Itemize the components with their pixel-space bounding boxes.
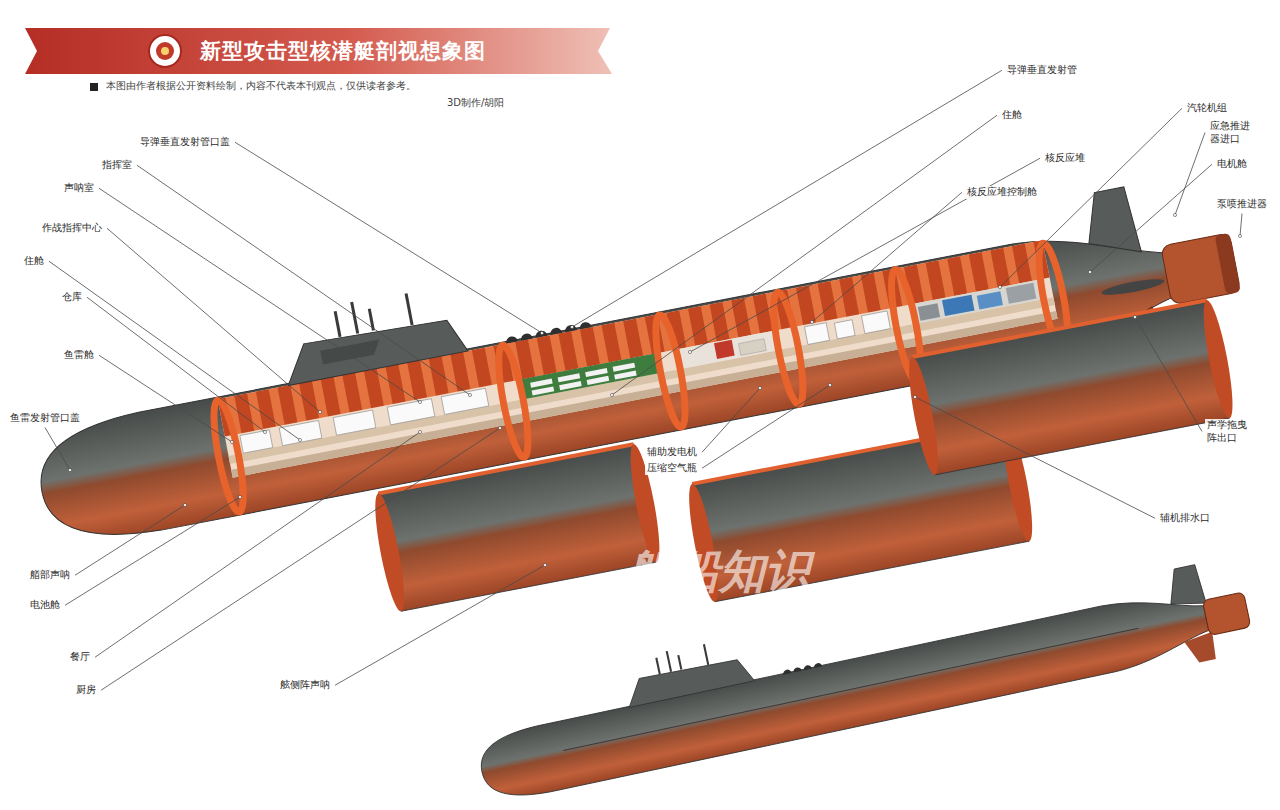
leader-dot [418, 400, 421, 403]
part-label: 核反应堆控制舱 [965, 186, 1039, 199]
part-label: 压缩空气瓶 [645, 462, 699, 475]
leader-line [812, 192, 962, 322]
leader-dot [418, 430, 421, 433]
part-label: 指挥室 [100, 159, 134, 172]
leader-line [101, 428, 500, 690]
part-label: 电池舱 [28, 599, 62, 612]
leader-dot [498, 426, 501, 429]
leader-dot [263, 430, 266, 433]
leader-line [49, 261, 300, 440]
leader-line [612, 115, 997, 395]
leader-dot [468, 393, 471, 396]
part-label: 餐厅 [68, 651, 92, 664]
leader-dot [183, 503, 186, 506]
leader-dot [998, 285, 1001, 288]
part-label: 厨房 [74, 684, 98, 697]
leader-line [235, 142, 542, 333]
leader-line [95, 432, 420, 657]
leader-line [99, 188, 420, 402]
leader-line [99, 355, 232, 442]
leader-line [1240, 214, 1242, 237]
part-label: 作战指挥中心 [40, 222, 104, 235]
part-label: 鱼雷舱 [62, 349, 96, 362]
leader-line [1090, 164, 1212, 272]
leader-dot [1088, 270, 1091, 273]
leader-dot [913, 395, 916, 398]
part-label: 仓库 [60, 291, 84, 304]
part-label: 住舱 [1000, 109, 1024, 122]
part-label: 辅助发电机 [645, 446, 699, 459]
leader-dot [1238, 234, 1241, 237]
leader-dot [540, 331, 543, 334]
note-text: 3D制作/胡阳 [445, 97, 506, 110]
leader-line [572, 70, 1002, 327]
leader-line [690, 158, 1040, 352]
part-label: 应急推进器进口 [1208, 120, 1256, 145]
leader-dot [570, 325, 573, 328]
leader-line [702, 388, 760, 452]
part-label: 导弹垂直发射管 [1005, 64, 1079, 77]
part-label: 导弹垂直发射管口盖 [138, 136, 232, 149]
leader-line [1175, 133, 1205, 216]
leader-dot [758, 386, 761, 389]
leader-dot [828, 383, 831, 386]
leader-dot [543, 563, 546, 566]
leader-line [1135, 317, 1202, 432]
part-label: 住舱 [22, 255, 46, 268]
leader-line [65, 497, 240, 605]
title-text: 新型攻击型核潜艇剖视想象图 [200, 37, 486, 65]
part-label: 艏部声呐 [28, 569, 72, 582]
leader-line [915, 397, 1155, 518]
part-label: 核反应堆 [1043, 152, 1087, 165]
part-label: 声呐室 [62, 182, 96, 195]
leader-dot [610, 393, 613, 396]
leader-dot [1173, 213, 1176, 216]
leader-dot [810, 320, 813, 323]
part-label: 辅机排水口 [1158, 512, 1212, 525]
note-text: 本图由作者根据公开资料绘制，内容不代表本刊观点，仅供读者参考。 [104, 80, 418, 93]
part-label: 电机舱 [1215, 158, 1249, 171]
leader-line [137, 165, 470, 395]
leader-line [335, 565, 545, 685]
leader-dot [298, 438, 301, 441]
leader-dot [68, 468, 71, 471]
leader-dot [230, 440, 233, 443]
leader-line [702, 385, 830, 468]
leader-dot [318, 410, 321, 413]
part-label: 鱼雷发射管口盖 [8, 412, 82, 425]
leader-dot [238, 495, 241, 498]
watermark: 舰船知识 [625, 548, 813, 594]
part-label: 泵喷推进器 [1215, 198, 1269, 211]
leader-line [45, 428, 70, 471]
leader-dot [1133, 315, 1136, 318]
part-label: 声学拖曳阵出口 [1205, 419, 1257, 444]
leader-dot [688, 350, 691, 353]
part-label: 舷侧阵声呐 [278, 679, 332, 692]
leader-line [107, 228, 320, 412]
part-label: 汽轮机组 [1185, 102, 1229, 115]
